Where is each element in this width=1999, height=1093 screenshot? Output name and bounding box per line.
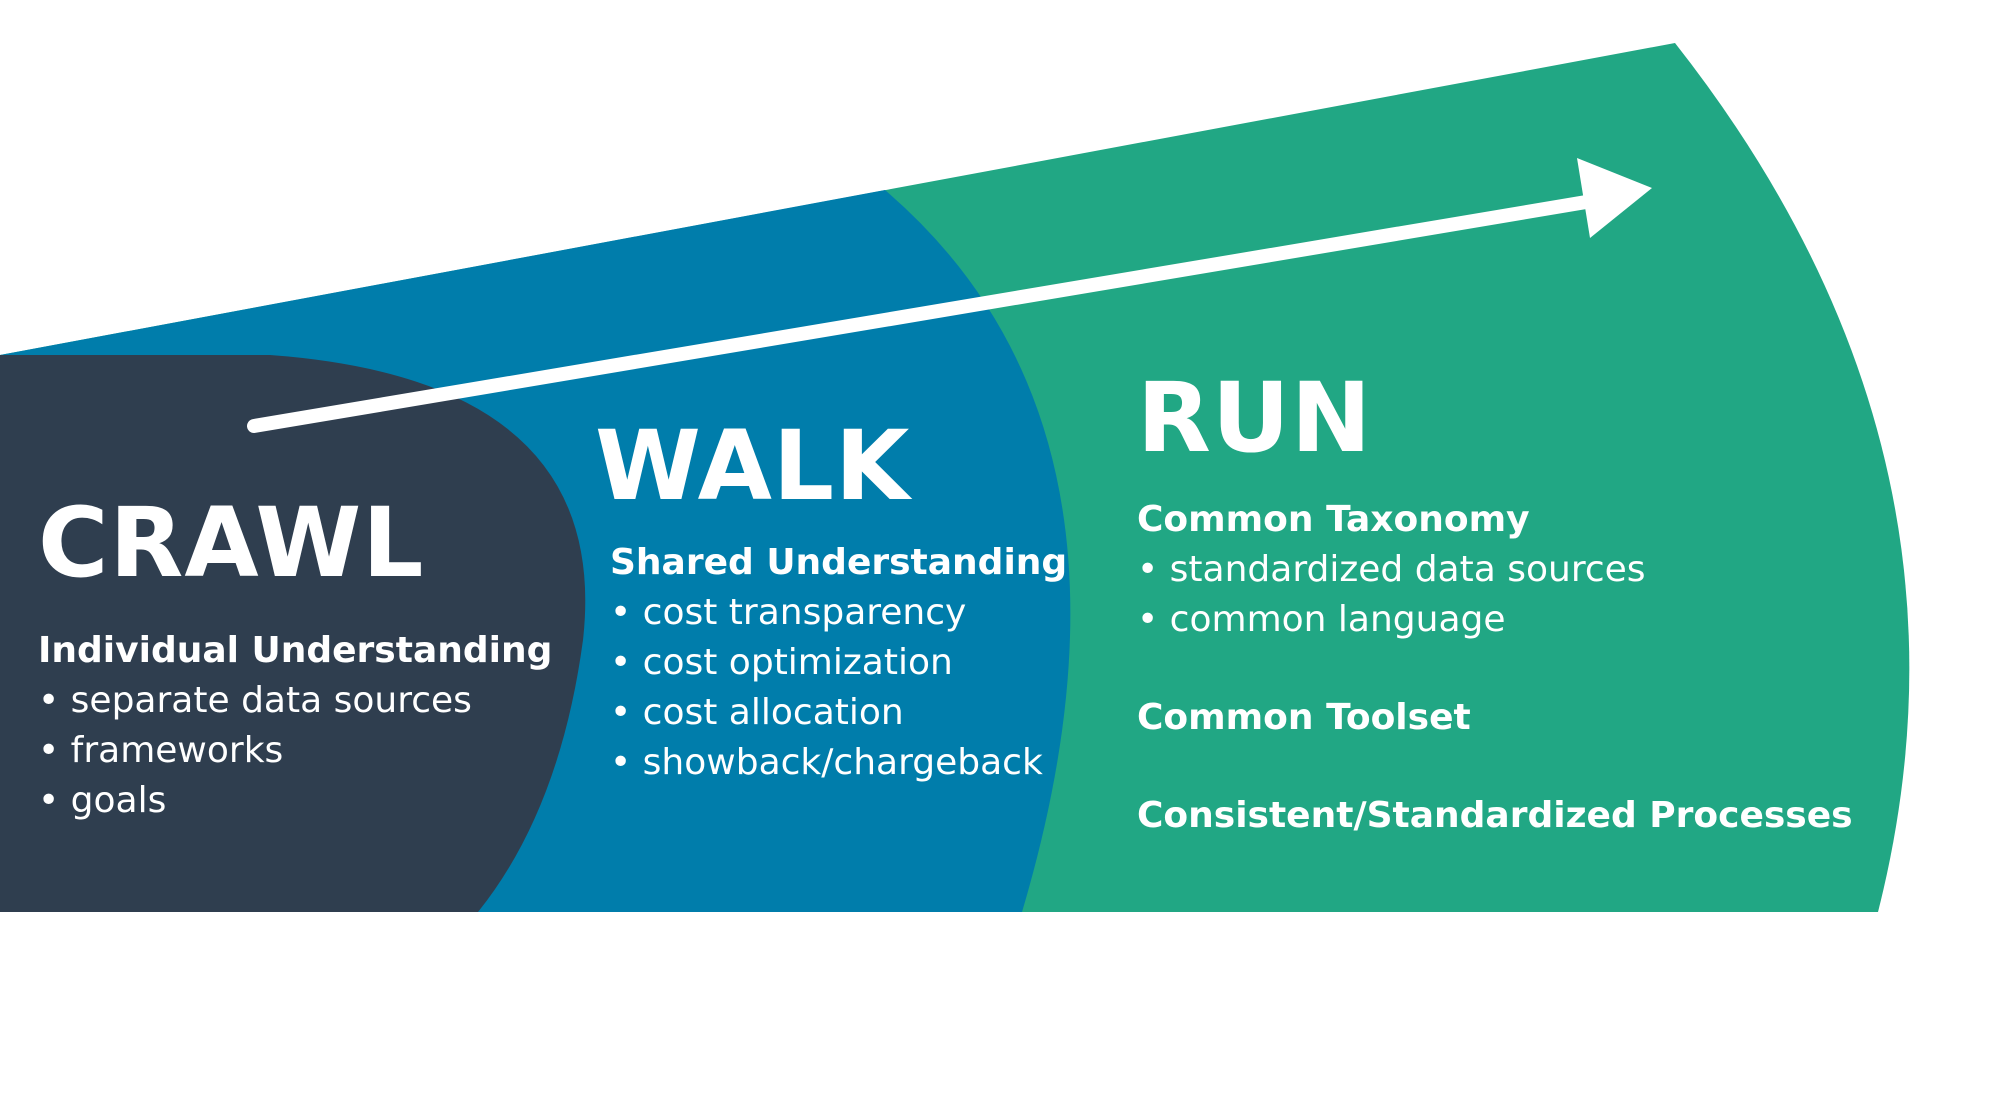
run-heading-processes: Consistent/Standardized Processes (1137, 795, 1853, 836)
crawl-bullet: • separate data sources (38, 680, 472, 721)
run-title: RUN (1137, 362, 1373, 474)
arrow-shaft (247, 191, 1617, 433)
walk-heading: Shared Understanding (610, 542, 1068, 583)
run-bullet: • common language (1137, 599, 1506, 640)
arrow-head (1577, 158, 1652, 238)
crawl-title: CRAWL (38, 487, 425, 599)
crawl-content: Individual Understanding • separate data… (38, 626, 552, 826)
walk-bullet: • cost transparency (610, 592, 967, 633)
run-bullet: • standardized data sources (1137, 549, 1646, 590)
walk-title: WALK (595, 410, 911, 522)
run-content: Common Taxonomy • standardized data sour… (1137, 495, 1853, 841)
crawl-bullet: • goals (38, 780, 167, 821)
run-heading: Common Taxonomy (1137, 499, 1530, 540)
walk-bullet: • showback/chargeback (610, 742, 1043, 783)
progression-arrow-icon (247, 158, 1652, 433)
crawl-stage-region (0, 355, 586, 912)
walk-bullet: • cost allocation (610, 692, 904, 733)
walk-bullet: • cost optimization (610, 642, 953, 683)
crawl-heading: Individual Understanding (38, 630, 553, 671)
run-heading-toolset: Common Toolset (1137, 697, 1471, 738)
walk-content: Shared Understanding • cost transparency… (610, 538, 1067, 788)
crawl-bullet: • frameworks (38, 730, 284, 771)
